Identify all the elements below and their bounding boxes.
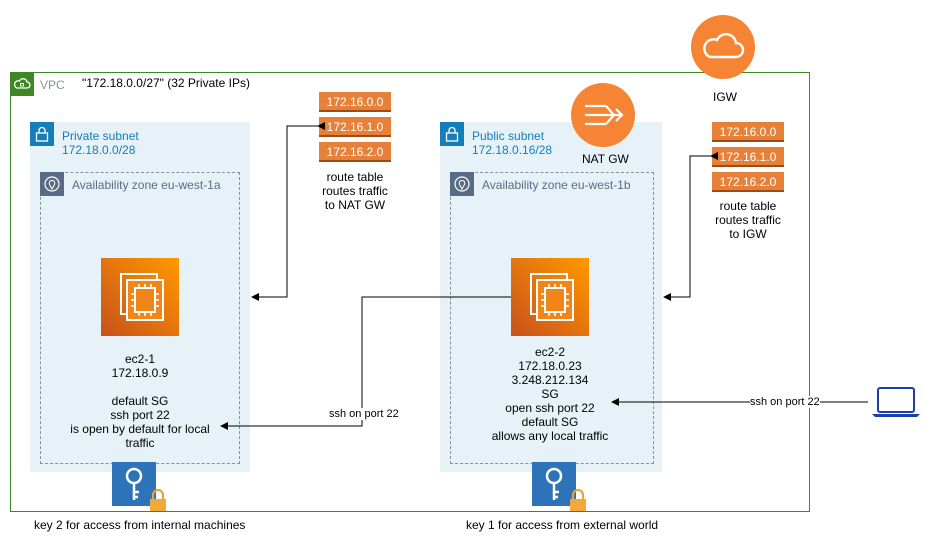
route-row: 172.16.1.0 (319, 117, 391, 137)
route-row: 172.16.0.0 (712, 122, 784, 142)
lock-icon (440, 122, 464, 146)
route-row: 172.16.0.0 (319, 92, 391, 112)
key-2-caption: key 2 for access from internal machines (34, 518, 246, 532)
location-pin-icon (450, 172, 474, 196)
external-ssh-label: ssh on port 22 (750, 396, 820, 408)
public-subnet-title: Public subnet (472, 129, 545, 143)
ec2-1-instance-icon[interactable] (101, 258, 179, 336)
ec2-1-name: ec2-1 (124, 352, 156, 366)
route-row: 172.16.1.0 (712, 147, 784, 167)
ec2-2-note-3: default SG (521, 415, 579, 429)
rt-public-caption-3: to IGW (729, 227, 767, 241)
ec2-1-note-4: traffic (125, 436, 155, 450)
location-pin-icon (40, 172, 64, 196)
route-table-public-caption: route table routes traffic to IGW (698, 199, 798, 241)
key-2-icon[interactable] (112, 462, 156, 506)
ec2-1-label: ec2-1 172.18.0.9 default SG ssh port 22 … (60, 352, 220, 450)
rt-public-caption-1: route table (719, 199, 777, 213)
nat-gw-label: NAT GW (582, 152, 629, 166)
key-1-caption: key 1 for access from external world (466, 518, 659, 532)
route-row: 172.16.2.0 (712, 172, 784, 192)
padlock-icon (146, 488, 170, 512)
ec2-2-instance-icon[interactable] (511, 258, 589, 336)
rt-private-caption-1: route table (326, 170, 384, 184)
public-subnet-cidr: 172.18.0.16/28 (472, 143, 553, 157)
ec2-2-label: ec2-2 172.18.0.23 3.248.212.134 SG open … (470, 345, 630, 443)
ec2-1-ip: 172.18.0.9 (111, 366, 169, 380)
vpc-label: VPC (40, 78, 65, 92)
ec2-2-ip: 172.18.0.23 (518, 359, 582, 373)
az-public-label: Availability zone eu-west-1b (482, 178, 631, 192)
private-subnet-cidr: 172.18.0.0/28 (62, 143, 136, 157)
vpc-container (10, 72, 810, 512)
rt-public-caption-2: routes traffic (715, 213, 781, 227)
ec2-1-note-3: is open by default for local (70, 422, 210, 436)
key-1-icon[interactable] (532, 462, 576, 506)
cloud-lock-icon (10, 72, 34, 96)
ec2-2-public-ip: 3.248.212.134 (511, 373, 589, 387)
vpc-cidr-note: "172.18.0.0/27" (32 Private IPs) (82, 76, 250, 90)
padlock-icon (566, 488, 590, 512)
nat-gateway-icon[interactable] (570, 82, 636, 148)
internal-ssh-label: ssh on port 22 (329, 408, 399, 420)
ec2-2-name: ec2-2 (534, 345, 566, 359)
az-private-label: Availability zone eu-west-1a (72, 178, 221, 192)
igw-label: IGW (713, 90, 737, 104)
ec2-1-note-1: default SG (111, 394, 169, 408)
route-row: 172.16.2.0 (319, 142, 391, 162)
route-table-public[interactable]: 172.16.0.0 172.16.1.0 172.16.2.0 (712, 122, 784, 192)
rt-private-caption-2: routes traffic (322, 184, 388, 198)
ec2-2-note-1: SG (541, 387, 559, 401)
internet-gateway-icon[interactable] (690, 14, 756, 80)
rt-private-caption-3: to NAT GW (324, 198, 386, 212)
lock-icon (30, 122, 54, 146)
ec2-1-note-2: ssh port 22 (110, 408, 170, 422)
ec2-2-note-4: allows any local traffic (491, 429, 609, 443)
private-subnet-title: Private subnet (62, 129, 139, 143)
route-table-private[interactable]: 172.16.0.0 172.16.1.0 172.16.2.0 (319, 92, 391, 162)
laptop-icon[interactable] (870, 386, 922, 418)
ec2-2-note-2: open ssh port 22 (505, 401, 595, 415)
route-table-private-caption: route table routes traffic to NAT GW (305, 170, 405, 212)
